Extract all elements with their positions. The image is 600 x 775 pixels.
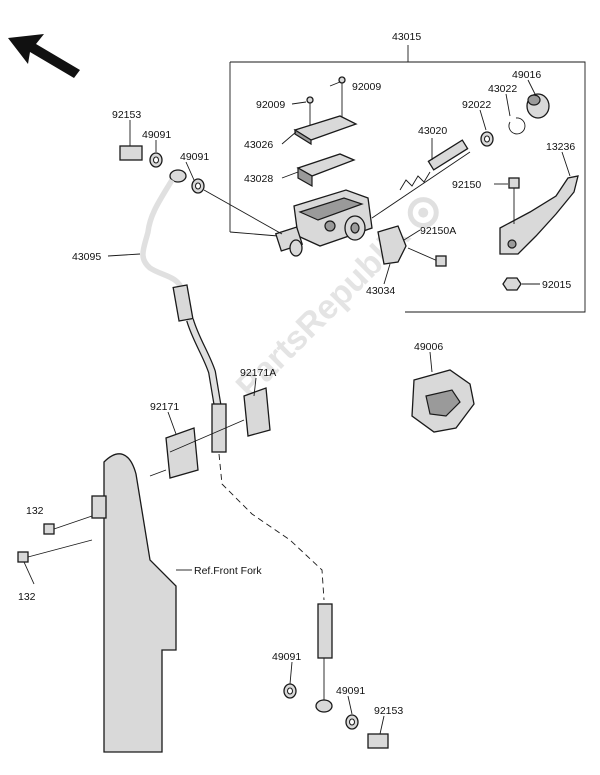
front-fork — [91, 453, 192, 753]
label-132-a: 132 — [26, 505, 44, 517]
part-labels: 43015 92009 92009 43026 43028 43020 4901… — [18, 31, 575, 717]
label-49091-c: 49091 — [272, 651, 301, 663]
label-92153-a: 92153 — [112, 109, 141, 121]
label-92150A: 92150A — [420, 225, 456, 237]
label-92171A: 92171A — [240, 367, 276, 379]
brake-lever — [499, 175, 579, 255]
lever-guard — [411, 369, 475, 433]
label-43026: 43026 — [244, 139, 273, 151]
upper-banjo — [119, 145, 283, 235]
circlip-and-washer — [480, 117, 526, 147]
label-92009-a: 92009 — [352, 81, 381, 93]
label-92153-b: 92153 — [374, 705, 403, 717]
hose-clamps — [149, 387, 271, 479]
label-92009-b: 92009 — [256, 99, 285, 111]
label-92171: 92171 — [150, 401, 179, 413]
leader-lines — [23, 79, 571, 735]
brake-hose — [140, 169, 333, 713]
label-43020: 43020 — [418, 125, 447, 137]
diaphragm — [296, 153, 356, 188]
label-92150: 92150 — [452, 179, 481, 191]
label-43015: 43015 — [392, 31, 421, 43]
label-43028: 43028 — [244, 173, 273, 185]
gear-icon — [407, 197, 439, 229]
label-92015: 92015 — [542, 279, 571, 291]
reservoir-cap — [293, 115, 358, 146]
label-49091-a: 49091 — [142, 129, 171, 141]
piston-kit — [371, 139, 471, 219]
label-43095: 43095 — [72, 251, 101, 263]
dust-boot — [526, 93, 550, 119]
master-cylinder-body — [274, 189, 373, 257]
lever-nut — [502, 277, 522, 291]
label-49006: 49006 — [414, 341, 443, 353]
label-132-b: 132 — [18, 591, 36, 603]
fork-bolts — [17, 515, 93, 563]
label-49016: 49016 — [512, 69, 541, 81]
arrow-up-left-icon — [8, 34, 80, 78]
handlebar-clamp — [377, 225, 447, 267]
label-43034: 43034 — [366, 285, 395, 297]
label-49091-d: 49091 — [336, 685, 365, 697]
label-43022: 43022 — [488, 83, 517, 95]
label-13236: 13236 — [546, 141, 575, 153]
label-92022: 92022 — [462, 99, 491, 111]
lower-banjo — [283, 683, 389, 749]
label-49091-b: 49091 — [180, 151, 209, 163]
label-ref-front-fork: Ref.Front Fork — [194, 565, 262, 577]
master-cylinder-box — [229, 45, 586, 313]
